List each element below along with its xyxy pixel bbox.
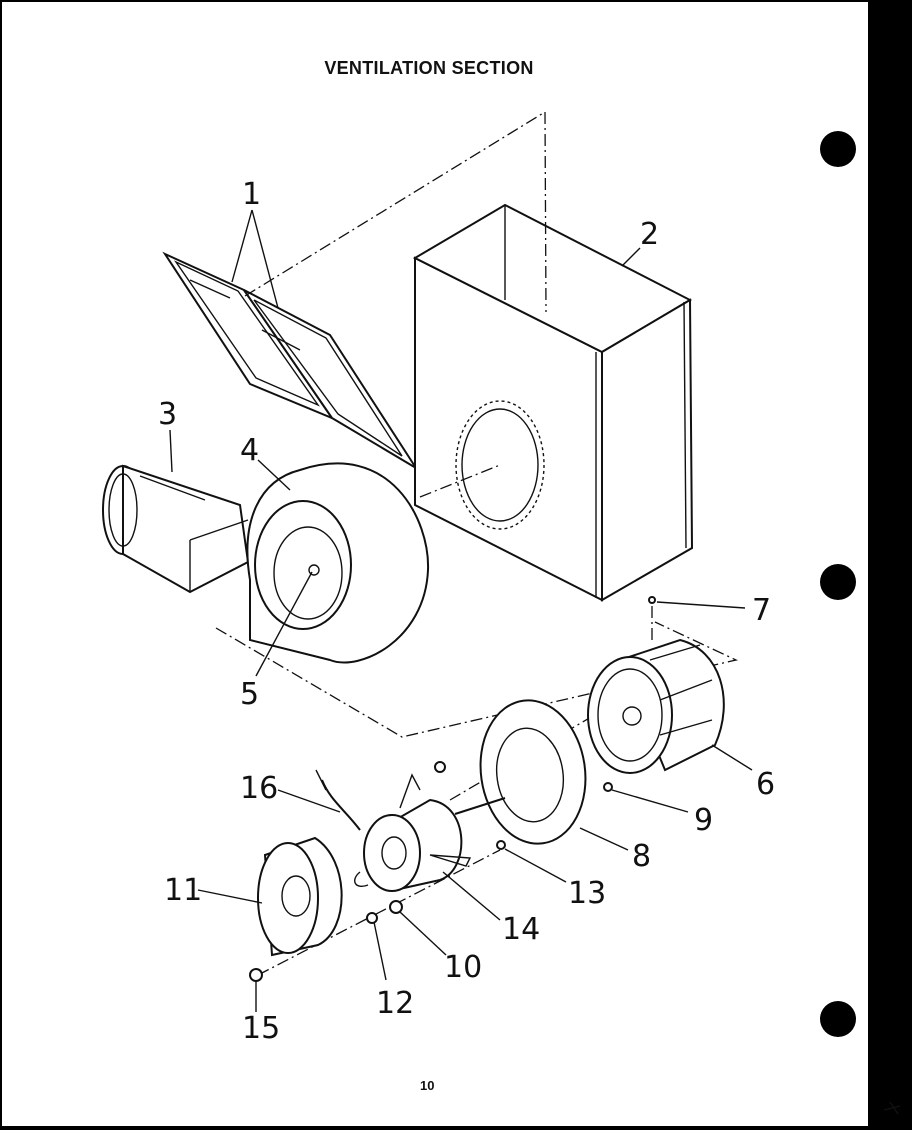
part-3-inlet-duct (102, 464, 250, 594)
binder-hole (820, 564, 856, 600)
part-8-mounting-ring (479, 699, 587, 845)
callout-5: 5 (240, 677, 259, 712)
callout-16: 16 (240, 771, 278, 806)
binder-hole (820, 1001, 856, 1037)
part-16-wire-leads (315, 769, 369, 887)
callout-9: 9 (694, 803, 713, 838)
callout-6: 6 (756, 767, 775, 802)
callout-8: 8 (632, 839, 651, 874)
part-1-filter-panels (162, 251, 417, 469)
callout-14: 14 (502, 912, 540, 947)
part-11-end-plate (257, 836, 343, 957)
callout-4: 4 (240, 433, 259, 468)
callout-15: 15 (242, 1011, 280, 1046)
callout-11: 11 (164, 873, 202, 908)
assembly-axis-lines (215, 111, 738, 976)
binder-hole (820, 131, 856, 167)
callout-10: 10 (444, 950, 482, 985)
part-6-blower-wheel (587, 638, 725, 774)
part-14-motor (363, 773, 506, 892)
callout-3: 3 (158, 397, 177, 432)
callout-12: 12 (376, 986, 414, 1021)
page-number: 10 (420, 1078, 435, 1093)
callout-1: 1 (242, 177, 261, 212)
callout-2: 2 (640, 217, 659, 252)
part-4-blower-housing (246, 462, 430, 664)
callout-7: 7 (752, 593, 771, 628)
diagram-title: VENTILATION SECTION (324, 58, 534, 78)
hardware-fasteners (249, 596, 656, 982)
callout-labels: 1 2 3 4 5 6 7 8 9 10 11 12 13 14 15 16 (158, 177, 775, 1046)
part-2-cabinet (412, 203, 694, 602)
callout-13: 13 (568, 876, 606, 911)
leader-lines (169, 209, 753, 1012)
corner-mark (883, 1101, 901, 1115)
